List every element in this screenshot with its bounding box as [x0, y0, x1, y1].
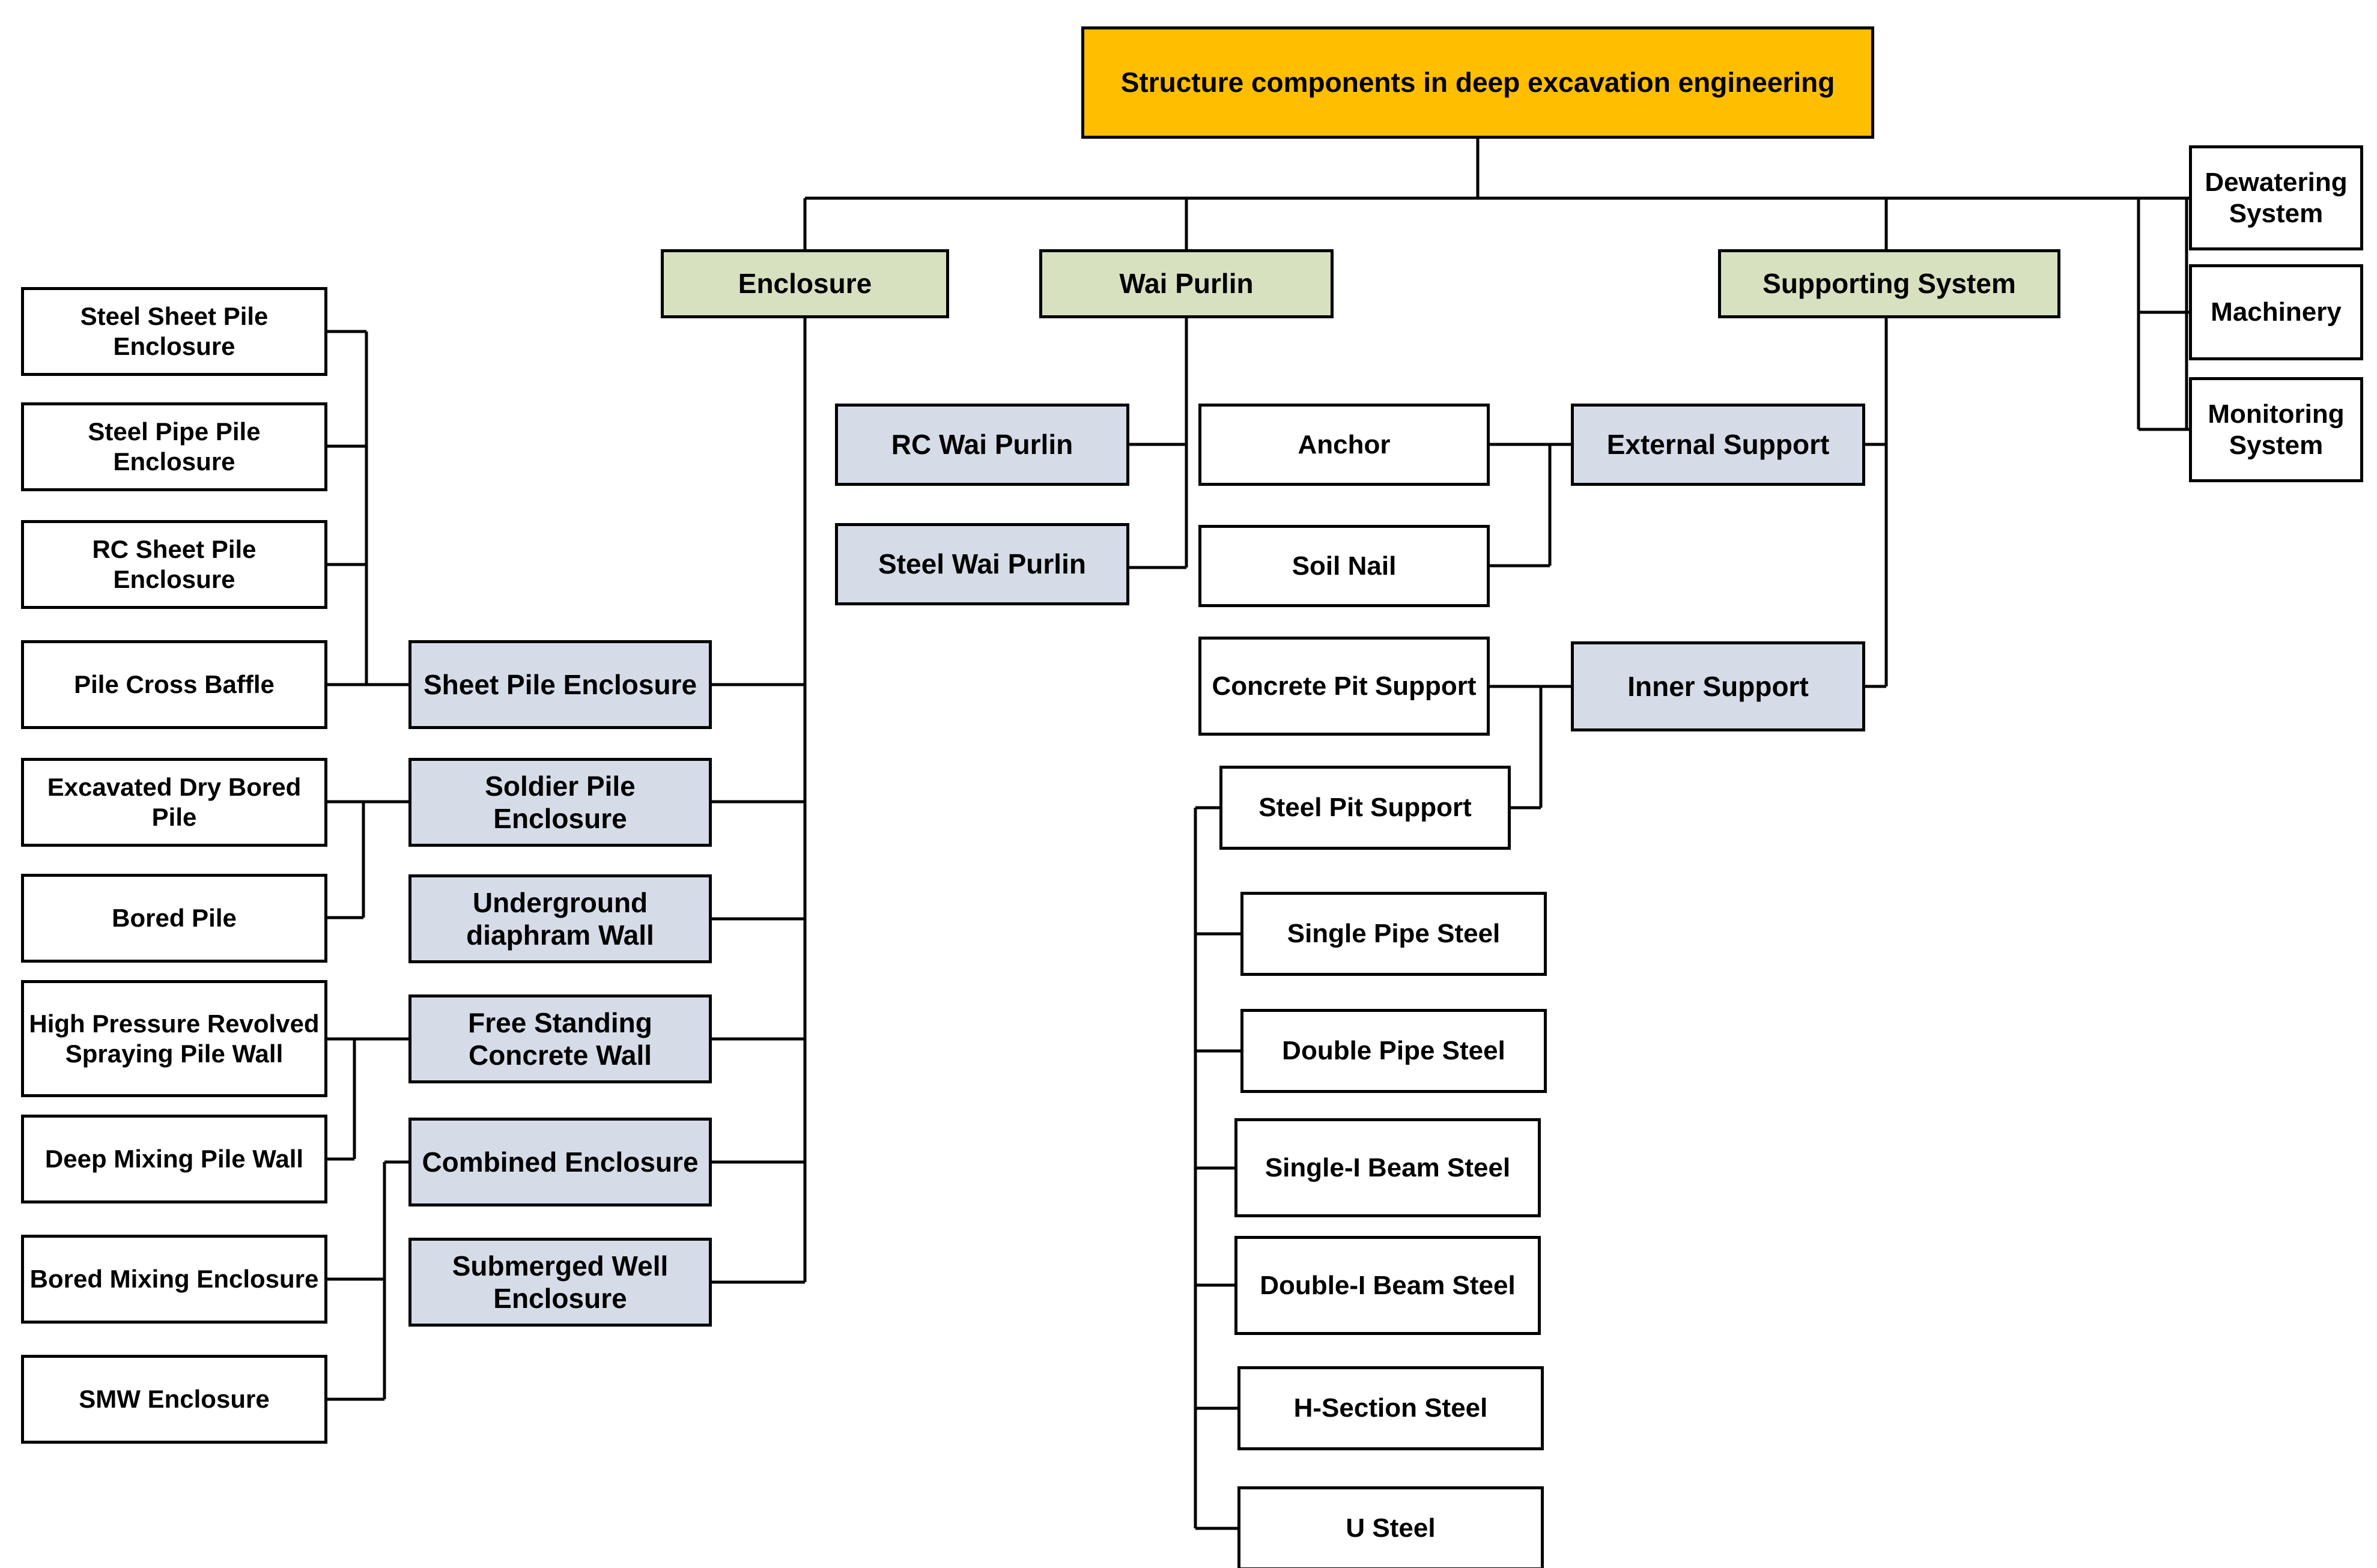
node-label: Submerged Well Enclosure — [452, 1250, 669, 1314]
node-label: External Support — [1606, 429, 1830, 461]
node-label: Soil Nail — [1292, 551, 1397, 581]
node-underground-diaphram-wall[interactable]: Underground diaphram Wall — [408, 874, 712, 963]
node-bored-mixing-enclosure[interactable]: Bored Mixing Enclosure — [21, 1235, 327, 1324]
node-label: Inner Support — [1627, 670, 1809, 702]
node-h-section-steel[interactable]: H-Section Steel — [1237, 1366, 1544, 1450]
node-excavated-dry-bored-pile[interactable]: Excavated Dry Bored Pile — [21, 758, 327, 847]
node-anchor[interactable]: Anchor — [1198, 404, 1490, 486]
node-label: Concrete Pit Support — [1212, 671, 1477, 701]
node-combined-enclosure[interactable]: Combined Enclosure — [408, 1118, 712, 1206]
node-label: Monitoring System — [2208, 399, 2345, 460]
node-dewatering-system[interactable]: Dewatering System — [2189, 145, 2363, 250]
node-sheet-pile-enclosure[interactable]: Sheet Pile Enclosure — [408, 640, 712, 729]
node-submerged-well-enclosure[interactable]: Submerged Well Enclosure — [408, 1238, 712, 1327]
root-node[interactable]: Structure components in deep excavation … — [1081, 26, 1874, 139]
node-free-standing-concrete-wall[interactable]: Free Standing Concrete Wall — [408, 994, 712, 1083]
node-external-support[interactable]: External Support — [1571, 404, 1865, 486]
node-smw-enclosure[interactable]: SMW Enclosure — [21, 1355, 327, 1444]
node-single-pipe-steel[interactable]: Single Pipe Steel — [1240, 892, 1547, 976]
node-rc-sheet-pile-enclosure[interactable]: RC Sheet Pile Enclosure — [21, 520, 327, 609]
node-soldier-pile-enclosure[interactable]: Soldier Pile Enclosure — [408, 758, 712, 847]
node-label: Pile Cross Baffle — [74, 670, 275, 699]
node-label: Steel Wai Purlin — [878, 548, 1086, 580]
node-label: Excavated Dry Bored Pile — [47, 773, 302, 831]
node-monitoring-system[interactable]: Monitoring System — [2189, 377, 2363, 482]
node-wai-purlin[interactable]: Wai Purlin — [1039, 249, 1334, 318]
node-double-i-beam-steel[interactable]: Double-I Beam Steel — [1234, 1236, 1541, 1335]
node-u-steel[interactable]: U Steel — [1237, 1486, 1544, 1568]
node-label: Anchor — [1298, 429, 1391, 459]
node-label: Supporting System — [1762, 268, 2016, 300]
node-concrete-pit-support[interactable]: Concrete Pit Support — [1198, 637, 1490, 736]
node-label: Bored Pile — [112, 904, 237, 933]
node-label: Soldier Pile Enclosure — [485, 770, 636, 834]
node-label: RC Wai Purlin — [891, 429, 1073, 461]
node-label: H-Section Steel — [1293, 1393, 1488, 1423]
node-label: Steel Sheet Pile Enclosure — [80, 302, 269, 360]
node-rc-wai-purlin[interactable]: RC Wai Purlin — [835, 404, 1129, 486]
node-steel-pit-support[interactable]: Steel Pit Support — [1219, 766, 1511, 850]
node-inner-support[interactable]: Inner Support — [1571, 641, 1865, 731]
node-label: U Steel — [1346, 1513, 1436, 1543]
node-label: Dewatering System — [2205, 167, 2348, 228]
node-label: Double Pipe Steel — [1282, 1036, 1505, 1066]
node-supporting-system[interactable]: Supporting System — [1718, 249, 2060, 318]
node-label: Wai Purlin — [1119, 268, 1254, 300]
root-label: Structure components in deep excavation … — [1120, 67, 1835, 98]
node-label: Steel Pipe Pile Enclosure — [88, 417, 261, 476]
node-enclosure[interactable]: Enclosure — [661, 249, 949, 318]
node-steel-pipe-pile-enclosure[interactable]: Steel Pipe Pile Enclosure — [21, 402, 327, 491]
node-label: Single-I Beam Steel — [1264, 1152, 1511, 1182]
node-single-i-beam-steel[interactable]: Single-I Beam Steel — [1234, 1118, 1541, 1217]
node-label: Double-I Beam Steel — [1260, 1270, 1516, 1300]
node-soil-nail[interactable]: Soil Nail — [1198, 525, 1490, 607]
node-label: Combined Enclosure — [422, 1146, 699, 1178]
node-double-pipe-steel[interactable]: Double Pipe Steel — [1240, 1009, 1547, 1093]
node-label: RC Sheet Pile Enclosure — [92, 535, 257, 593]
node-label: Free Standing Concrete Wall — [468, 1006, 652, 1071]
node-label: High Pressure Revolved Spraying Pile Wal… — [29, 1009, 320, 1068]
node-steel-wai-purlin[interactable]: Steel Wai Purlin — [835, 523, 1129, 605]
node-label: Deep Mixing Pile Wall — [44, 1145, 304, 1173]
node-high-pressure-revolved-spraying-pile-wall[interactable]: High Pressure Revolved Spraying Pile Wal… — [21, 980, 327, 1097]
node-steel-sheet-pile-enclosure[interactable]: Steel Sheet Pile Enclosure — [21, 287, 327, 376]
node-deep-mixing-pile-wall[interactable]: Deep Mixing Pile Wall — [21, 1115, 327, 1203]
node-label: Underground diaphram Wall — [466, 886, 654, 951]
node-label: Steel Pit Support — [1258, 793, 1472, 823]
node-label: Sheet Pile Enclosure — [423, 668, 697, 700]
node-machinery[interactable]: Machinery — [2189, 264, 2363, 360]
node-label: Bored Mixing Enclosure — [29, 1265, 319, 1294]
node-pile-cross-baffle[interactable]: Pile Cross Baffle — [21, 640, 327, 729]
node-label: Machinery — [2211, 297, 2342, 327]
node-label: Single Pipe Steel — [1287, 919, 1501, 949]
node-bored-pile[interactable]: Bored Pile — [21, 874, 327, 963]
node-label: SMW Enclosure — [79, 1385, 270, 1414]
node-label: Enclosure — [738, 268, 872, 300]
